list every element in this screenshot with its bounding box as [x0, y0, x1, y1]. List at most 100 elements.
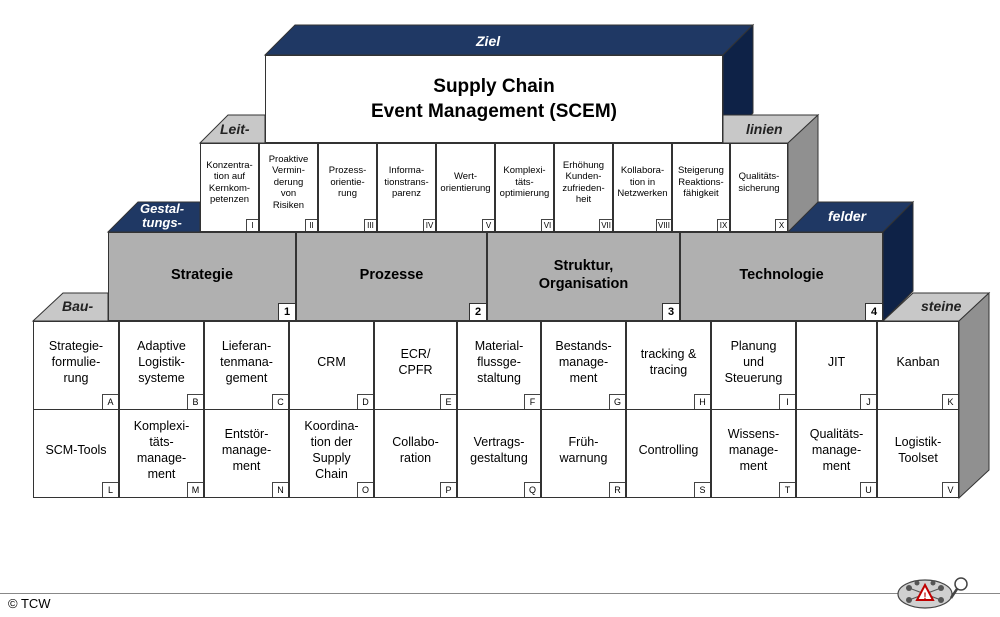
brick-letter: G — [609, 394, 625, 409]
principle-7: Erhöhung Kunden- zufrieden- heit VII — [554, 143, 613, 232]
brick-u: Qualitäts- manage- ment U — [796, 409, 877, 498]
brick-r: Früh- warnung R — [541, 409, 626, 498]
principle-5: Wert- orientierung V — [436, 143, 495, 232]
brick-text: Komplexi- täts- manage- ment — [133, 418, 190, 481]
brick-text: Collabo- ration — [392, 434, 439, 465]
principle-text: Komplexi- täts- optimierung — [499, 165, 550, 200]
principle-text: Konzentra- tion auf Kernkom- petenzen — [206, 159, 253, 206]
field-number: 2 — [469, 303, 486, 320]
brick-letter: Q — [524, 482, 540, 497]
footer-divider — [0, 593, 1000, 594]
goal-box: Supply Chain Event Management (SCEM) — [265, 55, 723, 143]
principles-label-left: Leit- — [220, 121, 250, 137]
fields-label-left: Gestal- tungs- — [140, 201, 185, 230]
brick-letter: U — [860, 482, 876, 497]
principle-8: Kollabora- tion in Netzwerken VIII — [613, 143, 672, 232]
principle-number: X — [775, 219, 787, 231]
principle-text: Steigerung Reaktions- fähigkeit — [678, 165, 724, 200]
brick-e: ECR/ CPFR E — [374, 321, 457, 410]
brick-g: Bestands- manage- ment G — [541, 321, 626, 410]
principle-text: Wert- orientierung — [440, 171, 491, 194]
brick-text: Material- flussge- staltung — [474, 338, 524, 385]
brick-t: Wissens- manage- ment T — [711, 409, 796, 498]
principles-label-right: linien — [746, 121, 783, 137]
brick-text: Koordina- tion der Supply Chain — [304, 418, 359, 481]
brick-letter: N — [272, 482, 288, 497]
field-number: 3 — [662, 303, 679, 320]
field-1: Strategie 1 — [108, 232, 296, 321]
principle-number: III — [364, 219, 376, 231]
brick-letter: R — [609, 482, 625, 497]
field-text: Strategie — [170, 266, 234, 283]
brick-a: Strategie- formulie- rung A — [33, 321, 119, 410]
brick-letter: B — [187, 394, 203, 409]
brick-d: CRM D — [289, 321, 374, 410]
brick-text: Qualitäts- manage- ment — [809, 426, 864, 473]
brick-j: JIT J — [796, 321, 877, 410]
brick-h: tracking & tracing H — [626, 321, 711, 410]
brick-s: Controlling S — [626, 409, 711, 498]
tcw-logo-icon: ! — [897, 577, 968, 609]
brick-letter: M — [187, 482, 203, 497]
brick-letter: V — [942, 482, 958, 497]
brick-letter: L — [102, 482, 118, 497]
brick-letter: F — [524, 394, 540, 409]
goal-top — [263, 24, 755, 56]
principle-number: IX — [717, 219, 729, 231]
brick-l: SCM-Tools L — [33, 409, 119, 498]
principle-3: Prozess- orientie- rung III — [318, 143, 377, 232]
principle-text: Informa- tionstrans- parenz — [384, 165, 429, 200]
brick-o: Koordina- tion der Supply Chain O — [289, 409, 374, 498]
brick-c: Lieferan- tenmana- gement C — [204, 321, 289, 410]
brick-k: Kanban K — [877, 321, 959, 410]
brick-letter: H — [694, 394, 710, 409]
field-3: Struktur, Organisation 3 — [487, 232, 680, 321]
brick-v: Logistik- Toolset V — [877, 409, 959, 498]
principle-text: Erhöhung Kunden- zufrieden- heit — [562, 159, 605, 206]
brick-text: Bestands- manage- ment — [555, 338, 612, 385]
principle-text: Kollabora- tion in Netzwerken — [617, 165, 668, 200]
principle-9: Steigerung Reaktions- fähigkeit IX — [672, 143, 730, 232]
principle-number: VII — [599, 219, 612, 231]
principle-number: V — [482, 219, 494, 231]
brick-q: Vertrags- gestaltung Q — [457, 409, 541, 498]
principle-number: VIII — [655, 219, 671, 231]
brick-letter: A — [102, 394, 118, 409]
brick-f: Material- flussge- staltung F — [457, 321, 541, 410]
brick-text: Lieferan- tenmana- gement — [220, 338, 273, 385]
brick-text: Planung und Steuerung — [724, 338, 783, 385]
brick-letter: C — [272, 394, 288, 409]
brick-text: CRM — [317, 354, 346, 369]
field-2: Prozesse 2 — [296, 232, 487, 321]
bricks-label-left: Bau- — [62, 298, 94, 314]
fields-label-right: felder — [828, 208, 867, 224]
principle-number: VI — [541, 219, 553, 231]
brick-text: Kanban — [896, 354, 940, 369]
brick-letter: O — [357, 482, 373, 497]
brick-text: Vertrags- gestaltung — [470, 434, 528, 465]
principle-number: IV — [423, 219, 435, 231]
brick-letter: T — [779, 482, 795, 497]
field-text: Technologie — [739, 266, 824, 283]
bricks-side — [958, 291, 990, 500]
principle-1: Konzentra- tion auf Kernkom- petenzen I — [200, 143, 259, 232]
brick-letter: K — [942, 394, 958, 409]
brick-text: Früh- warnung — [559, 434, 608, 465]
brick-text: Wissens- manage- ment — [727, 426, 780, 473]
brick-b: Adaptive Logistik- systeme B — [119, 321, 204, 410]
field-text: Prozesse — [359, 266, 424, 283]
principle-4: Informa- tionstrans- parenz IV — [377, 143, 436, 232]
brick-i: Planung und Steuerung I — [711, 321, 796, 410]
goal-side — [722, 23, 754, 145]
brick-text: Entstör- manage- ment — [221, 426, 272, 473]
brick-letter: D — [357, 394, 373, 409]
goal-title-line1: Supply Chain — [433, 76, 555, 97]
goal-label: Ziel — [476, 33, 501, 49]
principle-2: Proaktive Vermin- derung von Risiken II — [259, 143, 318, 232]
brick-m: Komplexi- täts- manage- ment M — [119, 409, 204, 498]
brick-letter: I — [779, 394, 795, 409]
principle-text: Proaktive Vermin- derung von Risiken — [268, 153, 309, 211]
field-number: 4 — [865, 303, 882, 320]
svg-text:!: ! — [924, 591, 927, 601]
field-4: Technologie 4 — [680, 232, 883, 321]
